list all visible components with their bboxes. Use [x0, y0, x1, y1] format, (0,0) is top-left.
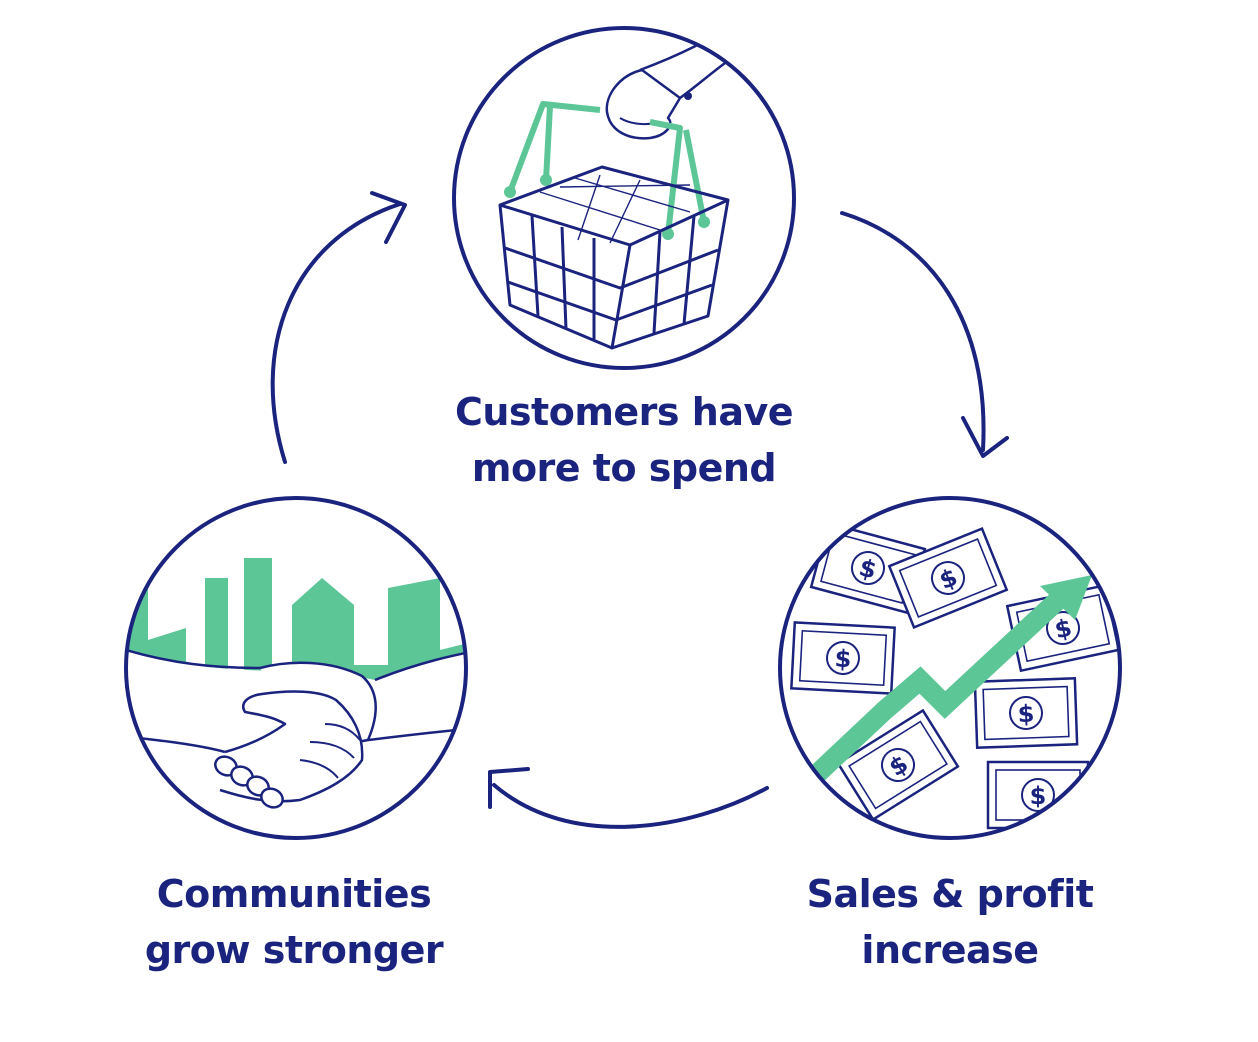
money-growth-icon — [778, 496, 1122, 840]
label-communities-line-2: grow stronger — [144, 928, 444, 972]
arrow-customers-to-sales — [840, 211, 1009, 458]
label-sales-line-2: increase — [861, 928, 1039, 972]
shopping-basket-icon — [452, 26, 796, 370]
arrow-communities-to-customers — [270, 191, 407, 464]
label-communities: Communities grow stronger — [44, 866, 544, 978]
label-communities-line-1: Communities — [156, 872, 432, 916]
label-customers-line-2: more to spend — [471, 446, 777, 490]
handshake-community-icon — [124, 496, 468, 840]
label-customers: Customers have more to spend — [374, 384, 874, 496]
label-customers-line-1: Customers have — [454, 390, 794, 434]
arrow-sales-to-communities — [488, 767, 769, 829]
label-sales: Sales & profit increase — [700, 866, 1200, 978]
label-sales-line-1: Sales & profit — [806, 872, 1094, 916]
